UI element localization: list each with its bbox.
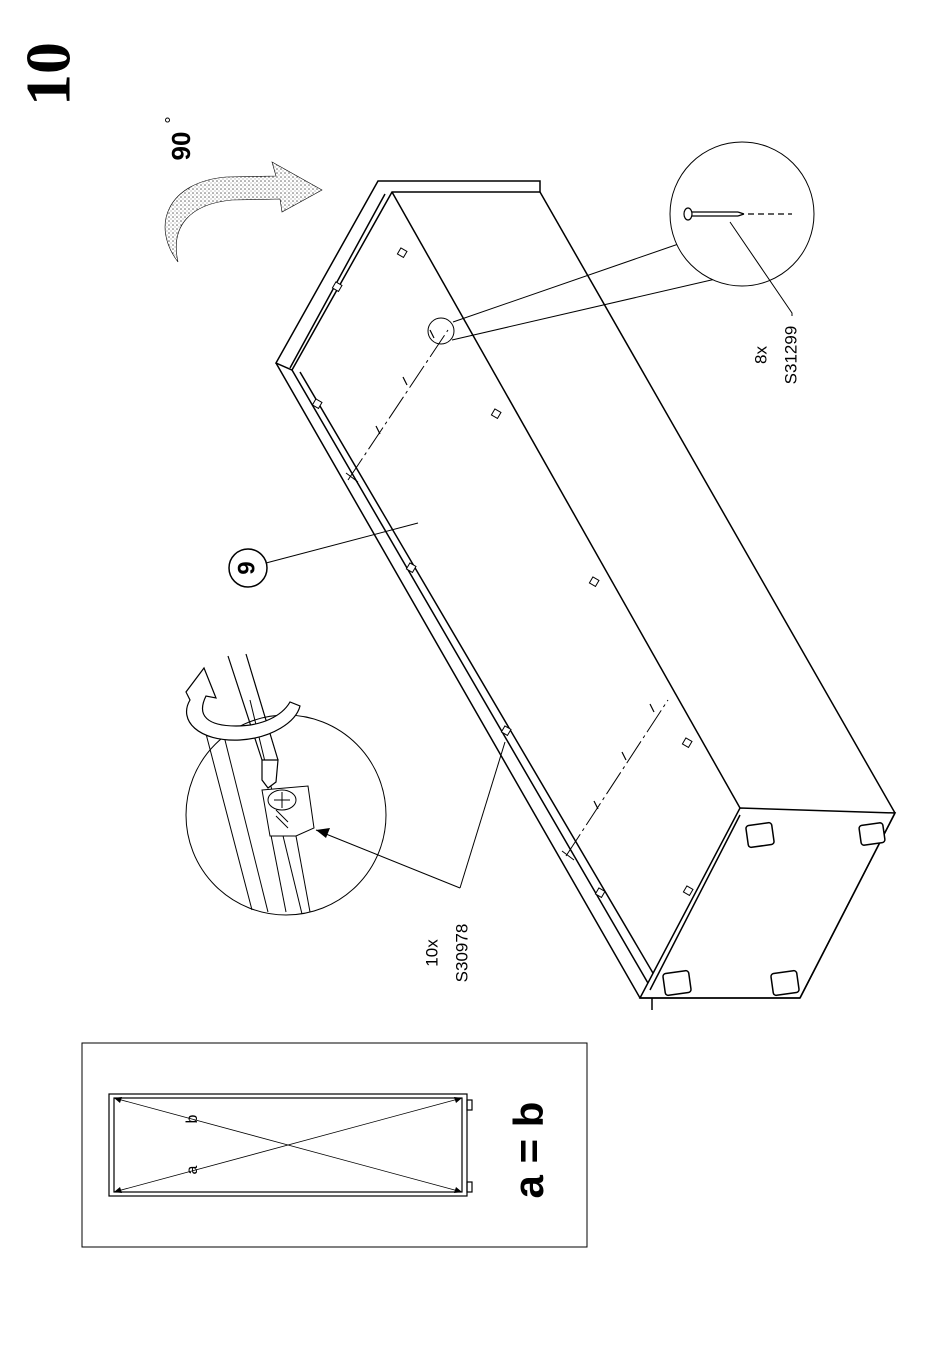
- diagonal-label-b: b: [184, 1114, 201, 1123]
- nail-quantity: 8x: [751, 346, 770, 364]
- panel-callout-leader: [266, 523, 418, 563]
- nail-code: S31299: [781, 326, 800, 385]
- nail-magnifier-leader-2: [452, 278, 720, 340]
- panel-callout-number: 9: [233, 561, 260, 574]
- step-number: 10: [13, 42, 84, 106]
- screw-part-label: 10x S30978: [422, 924, 471, 983]
- screw-code: S30978: [452, 924, 471, 983]
- rotation-arrow-icon: [165, 162, 322, 262]
- degree-symbol: °: [162, 116, 182, 123]
- nail-part-label: 8x S31299: [751, 326, 800, 385]
- screw-quantity: 10x: [422, 939, 441, 967]
- diagonal-equation: a = b: [505, 1102, 552, 1199]
- cabinet-frame: [276, 181, 895, 1010]
- screw-part-leader: [460, 742, 505, 888]
- diagonal-label-a: a: [184, 1165, 201, 1174]
- nail-magnifier-leader-1: [453, 240, 690, 322]
- rotation-label: 90 °: [162, 116, 196, 160]
- rotation-angle: 90: [166, 132, 196, 161]
